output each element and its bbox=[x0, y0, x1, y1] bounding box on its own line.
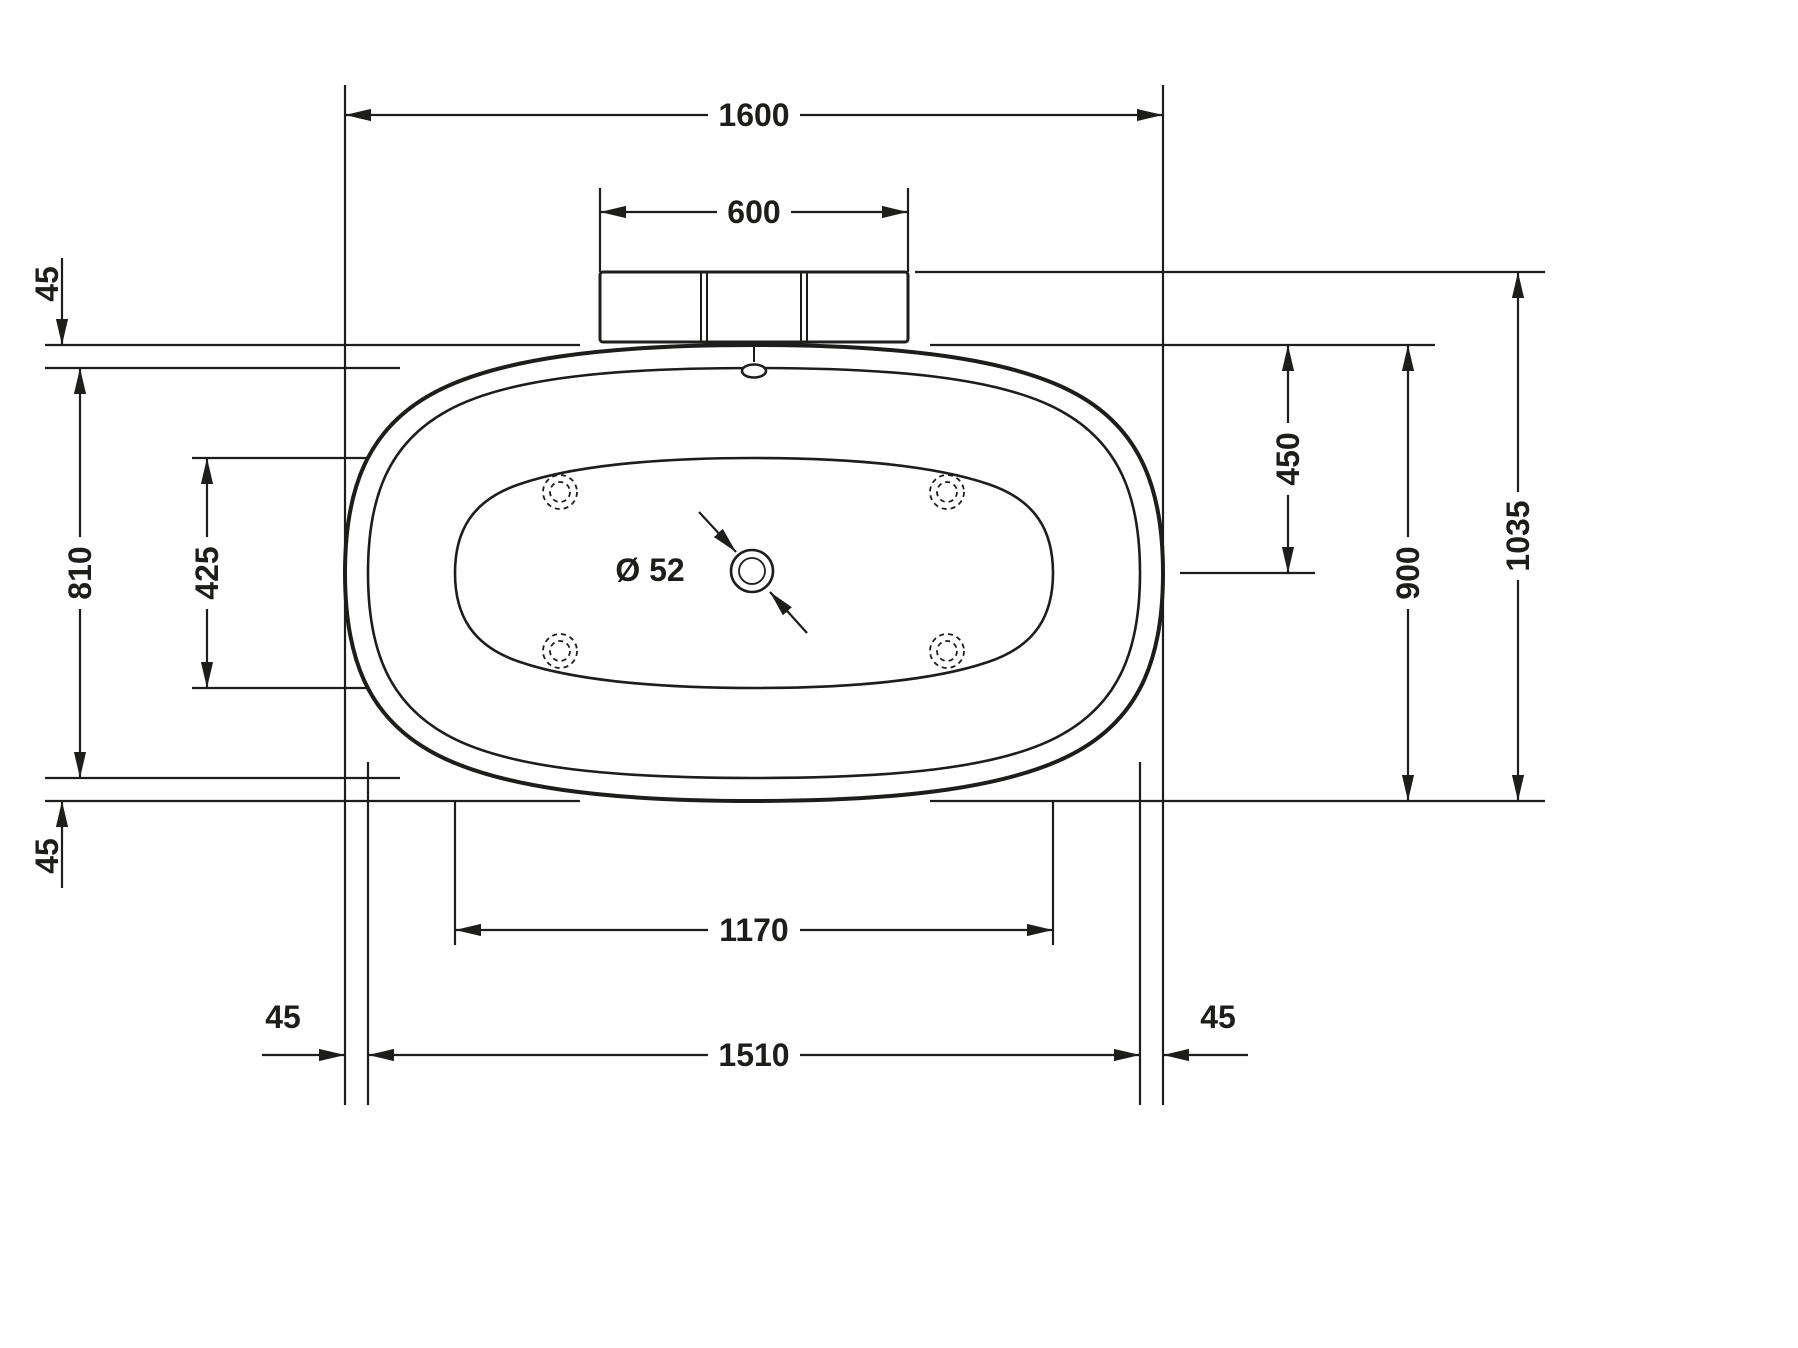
dim-inner-length-label: 1510 bbox=[718, 1037, 789, 1073]
label-overall-width: 1600 bbox=[708, 97, 800, 133]
jet-top-left bbox=[542, 474, 578, 510]
label-inner-length: 1510 bbox=[708, 1037, 800, 1073]
drain-outer-circle bbox=[729, 548, 775, 594]
dim-body-depth-label: 900 bbox=[1390, 546, 1426, 599]
label-deck-width: 600 bbox=[717, 194, 791, 230]
dim-overall-width-label: 1600 bbox=[718, 97, 789, 133]
label-rim-top: 45 bbox=[29, 266, 65, 302]
jet-top-right bbox=[929, 474, 965, 510]
dim-gap-right-label: 45 bbox=[1200, 999, 1236, 1035]
jet-bottom-left bbox=[542, 633, 578, 669]
dim-overall-depth-label: 1035 bbox=[1500, 500, 1536, 571]
dim-drain-diameter-label: Ø 52 bbox=[615, 552, 684, 588]
overflow-opening bbox=[740, 363, 768, 379]
label-overall-depth: 1035 bbox=[1500, 492, 1536, 580]
dim-gap-left-label: 45 bbox=[265, 999, 301, 1035]
dim-rim-bottom-label: 45 bbox=[29, 838, 65, 874]
dimension-labels: 1600 600 45 810 425 45 1170 1510 45 bbox=[29, 97, 1536, 1073]
faucet-deck bbox=[598, 270, 910, 344]
drain bbox=[698, 511, 808, 634]
label-floor-length: 1170 bbox=[708, 912, 800, 948]
dim-floor-depth-label: 425 bbox=[189, 546, 225, 599]
label-gap-right: 45 bbox=[1200, 999, 1236, 1035]
drain-leader-arrow-top bbox=[698, 511, 737, 553]
jet-bottom-right bbox=[929, 633, 965, 669]
label-inner-depth: 810 bbox=[62, 537, 98, 609]
label-drain-offset: 450 bbox=[1270, 423, 1306, 495]
overflow bbox=[740, 347, 768, 379]
label-rim-bottom: 45 bbox=[29, 838, 65, 874]
label-drain-diameter: Ø 52 bbox=[615, 552, 684, 588]
bathtub bbox=[343, 270, 1165, 803]
label-floor-depth: 425 bbox=[189, 537, 225, 609]
faucet-deck-frame bbox=[598, 270, 910, 344]
label-body-depth: 900 bbox=[1390, 537, 1426, 609]
dim-rim-top-label: 45 bbox=[29, 266, 65, 302]
dim-deck-width-label: 600 bbox=[727, 194, 780, 230]
label-gap-left: 45 bbox=[265, 999, 301, 1035]
dim-inner-depth-label: 810 bbox=[62, 546, 98, 599]
basin-floor-outline bbox=[453, 456, 1055, 690]
tub-inner-rim bbox=[366, 366, 1142, 780]
drain-inner-circle bbox=[738, 557, 766, 585]
dim-drain-offset-label: 450 bbox=[1270, 432, 1306, 485]
dim-floor-length-label: 1170 bbox=[719, 912, 788, 948]
drain-leader-arrow-bottom bbox=[769, 591, 808, 634]
